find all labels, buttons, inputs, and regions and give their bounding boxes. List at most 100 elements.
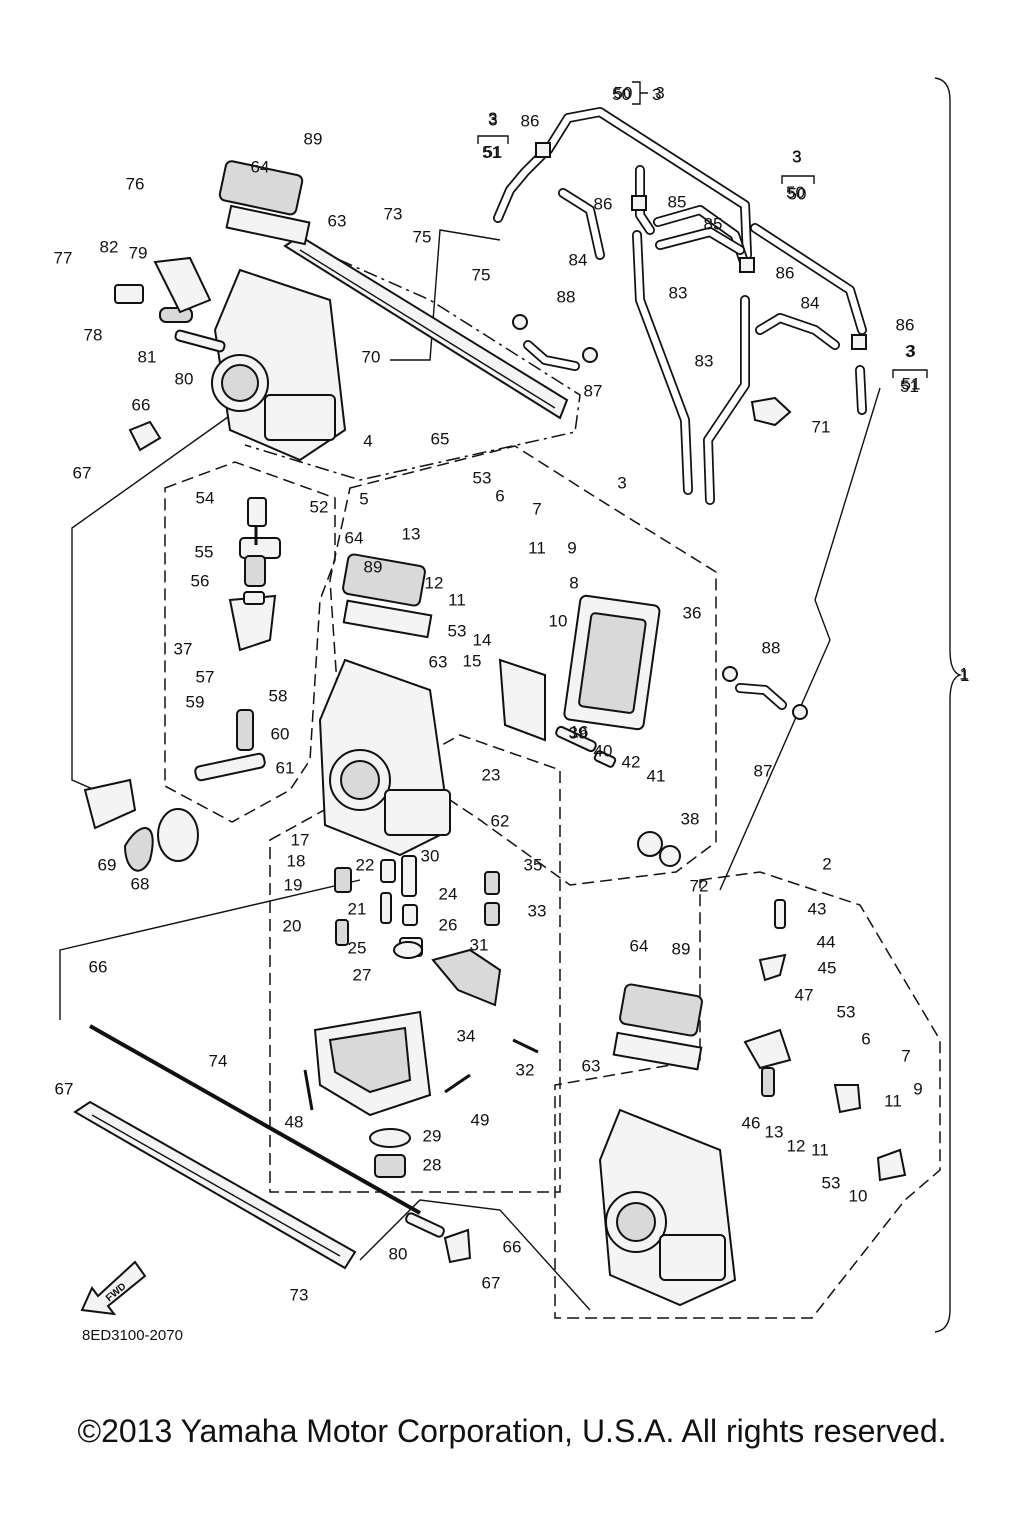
part-number-73: 73 [290,1285,309,1304]
part-number-86: 86 [896,315,915,334]
group-connector-hose-left [390,229,501,361]
part-number-56: 56 [191,571,210,590]
part-number-3: 3 [906,341,915,360]
part-number-5: 5 [359,489,368,508]
group-connector-right [719,387,881,891]
part-number-10: 10 [549,611,568,630]
part-number-78: 78 [84,325,103,344]
part-number-86: 86 [521,111,540,130]
throttle-linkage-parts [83,497,267,872]
group-ref-3-right-lower: 3 [905,342,914,361]
part-number-83: 83 [695,351,714,370]
carburetor-top-left [114,160,347,462]
part-number-11: 11 [448,590,466,609]
part-number-84: 84 [801,293,820,312]
carburetor-lower-right [405,899,907,1307]
part-number-3: 3 [488,110,497,129]
part-number-51: 51 [902,374,921,393]
part-number-85: 85 [668,192,687,211]
part-number-15: 15 [463,651,482,670]
part-number-80: 80 [175,369,194,388]
part-number-73: 73 [384,204,403,223]
group-connector-left [71,411,236,791]
part-number-71: 71 [812,417,831,436]
part-number-9: 9 [913,1079,922,1098]
part-number-28: 28 [423,1155,442,1174]
part-number-27: 27 [353,965,372,984]
part-number-26: 26 [439,915,458,934]
group-reference-labels: 50 3 3 51 3 50 3 51 1 [477,81,969,685]
part-number-66: 66 [132,395,151,414]
group-ref-3-left: 3 [488,109,497,128]
part-number-10: 10 [849,1186,868,1205]
part-number-86: 86 [594,194,613,213]
part-number-89: 89 [672,939,691,958]
part-number-48: 48 [285,1112,304,1131]
part-number-87: 87 [584,381,603,400]
rail-assembly-dashdot-outline [244,237,581,481]
part-number-2: 2 [822,854,831,873]
part-number-80: 80 [389,1244,408,1263]
part-number-68: 68 [131,874,150,893]
part-number-89: 89 [364,557,383,576]
part-number-31: 31 [470,935,489,954]
part-number-47: 47 [795,985,814,1004]
part-number-35: 35 [524,855,543,874]
part-number-17: 17 [291,830,310,849]
part-number-67: 67 [55,1079,74,1098]
part-number-19: 19 [284,875,303,894]
throttle-shaft-74 [89,1024,421,1215]
group-ref-50-right: 50 [786,183,805,202]
part-number-60: 60 [271,724,290,743]
part-number-38: 38 [681,809,700,828]
part-number-3: 3 [792,147,801,166]
part-number-46: 46 [742,1113,761,1132]
part-number-63: 63 [328,211,347,230]
group-ref-51-right: 51 [900,377,919,396]
part-number-14: 14 [473,630,492,649]
vent-hoses [493,107,867,710]
part-number-25: 25 [348,938,367,957]
group-ref-51-left: 51 [482,143,501,162]
part-number-18: 18 [287,851,306,870]
group-ref-3-right: 3 [792,147,801,166]
part-number-8: 8 [569,573,578,592]
part-number-23: 23 [482,765,501,784]
part-number-61: 61 [276,758,295,777]
part-number-50: 50 [614,83,633,102]
part-number-34: 34 [457,1026,476,1045]
part-number-54: 54 [196,488,215,507]
part-number-85: 85 [704,214,723,233]
group-ref-50-top: 50 [612,85,631,104]
part-number-57: 57 [196,667,215,686]
part-number-44: 44 [817,932,836,951]
part-number-7: 7 [532,499,541,518]
part-number-67: 67 [482,1273,501,1292]
part-number-51: 51 [484,142,503,161]
part-number-63: 63 [429,652,448,671]
part-number-42: 42 [622,752,641,771]
part-number-13: 13 [765,1122,784,1141]
part-number-21: 21 [348,899,367,918]
part-number-79: 79 [129,243,148,262]
part-number-20: 20 [283,916,302,935]
hose-fittings [512,142,867,720]
part-number-7: 7 [901,1046,910,1065]
part-number-58: 58 [269,686,288,705]
part-number-84: 84 [569,250,588,269]
part-number-36: 36 [683,603,702,622]
group-connector-bottom [359,1199,591,1311]
part-number-64: 64 [251,157,270,176]
subassembly-2-dashed-outline [554,871,941,1319]
part-number-11: 11 [884,1091,902,1110]
part-number-76: 76 [126,174,145,193]
part-number-22: 22 [356,855,375,874]
part-number-89: 89 [304,129,323,148]
part-number-40: 40 [594,741,613,760]
part-number-41: 41 [647,766,666,785]
part-number-55: 55 [195,542,214,561]
assembly-label: 1 [960,666,969,685]
part-number-53: 53 [822,1173,841,1192]
